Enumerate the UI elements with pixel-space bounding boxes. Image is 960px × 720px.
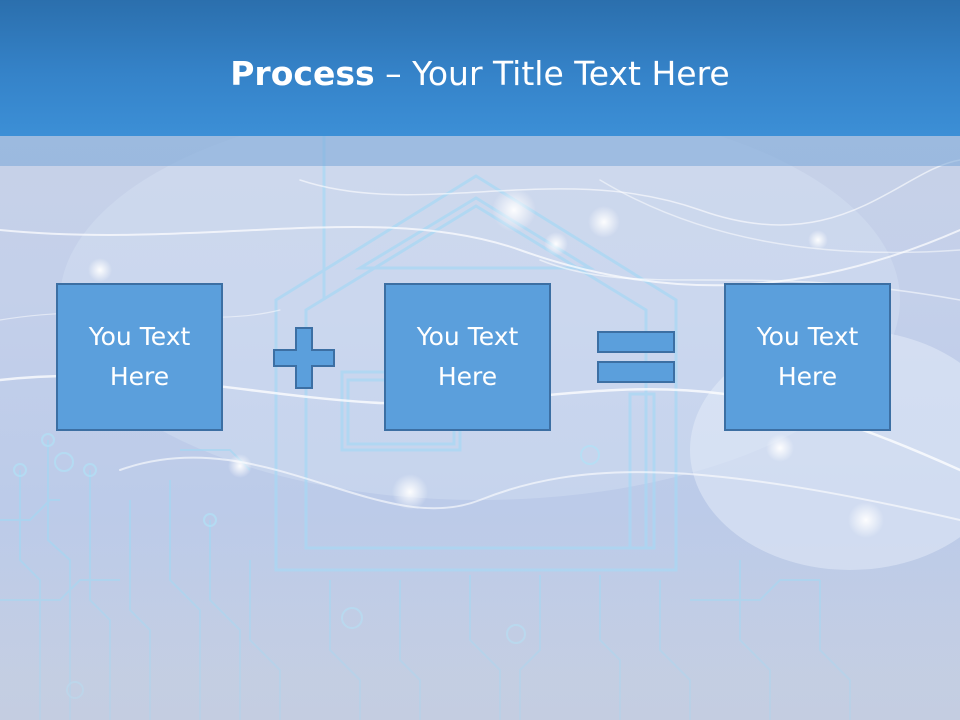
title-bar <box>0 0 960 136</box>
plus-icon[interactable] <box>272 326 336 390</box>
slide-title-rest: – Your Title Text Here <box>374 54 730 93</box>
equals-icon[interactable] <box>596 330 678 384</box>
process-box-1-text: You Text Here <box>88 322 191 391</box>
process-box-2-text: You Text Here <box>416 322 519 391</box>
title-bar-band <box>0 136 960 166</box>
process-box-3-text: You Text Here <box>756 322 859 391</box>
process-box-1[interactable]: You Text Here <box>56 283 223 431</box>
process-box-3[interactable]: You Text Here <box>724 283 891 431</box>
process-box-2[interactable]: You Text Here <box>384 283 551 431</box>
slide-title[interactable]: Process – Your Title Text Here <box>0 52 960 96</box>
slide-title-bold: Process <box>230 54 375 93</box>
